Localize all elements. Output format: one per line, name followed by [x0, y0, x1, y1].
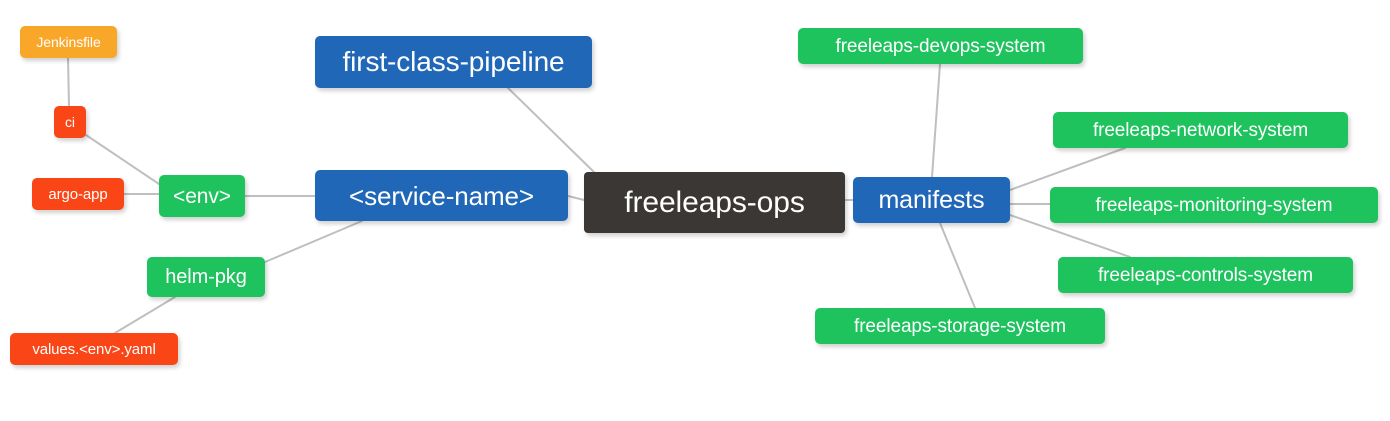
node-label-values-yaml: values.<env>.yaml	[32, 340, 156, 358]
node-service-name[interactable]: <service-name>	[315, 170, 568, 221]
node-label-freeleaps-ops: freeleaps-ops	[624, 185, 805, 219]
node-label-env: <env>	[173, 184, 231, 208]
node-argo-app[interactable]: argo-app	[32, 178, 124, 210]
node-env[interactable]: <env>	[159, 175, 245, 217]
node-label-manifests: manifests	[878, 185, 985, 214]
node-label-helm-pkg: helm-pkg	[165, 266, 247, 288]
node-label-monitoring-system: freeleaps-monitoring-system	[1095, 194, 1333, 216]
node-devops-system[interactable]: freeleaps-devops-system	[798, 28, 1083, 64]
node-helm-pkg[interactable]: helm-pkg	[147, 257, 265, 297]
node-network-system[interactable]: freeleaps-network-system	[1053, 112, 1348, 148]
edge-manifests-to-devops-system	[931, 63, 941, 178]
edge-manifests-to-storage-system	[939, 222, 976, 309]
node-label-argo-app: argo-app	[48, 185, 108, 203]
node-label-devops-system: freeleaps-devops-system	[835, 35, 1046, 57]
node-controls-system[interactable]: freeleaps-controls-system	[1058, 257, 1353, 293]
node-first-class-pipeline[interactable]: first-class-pipeline	[315, 36, 592, 88]
node-freeleaps-ops[interactable]: freeleaps-ops	[584, 172, 845, 233]
edge-env-to-ci	[85, 134, 160, 185]
node-label-controls-system: freeleaps-controls-system	[1097, 264, 1314, 286]
edge-freeleaps-ops-to-first-class-pipeline	[507, 87, 598, 176]
edge-manifests-to-network-system	[1009, 147, 1126, 191]
node-label-jenkinsfile: Jenkinsfile	[36, 34, 101, 50]
edge-ci-to-jenkinsfile	[67, 57, 70, 107]
node-label-ci: ci	[65, 114, 75, 130]
node-jenkinsfile[interactable]: Jenkinsfile	[20, 26, 117, 58]
edge-service-name-to-helm-pkg	[264, 220, 363, 263]
node-storage-system[interactable]: freeleaps-storage-system	[815, 308, 1105, 344]
node-manifests[interactable]: manifests	[853, 177, 1010, 223]
node-label-network-system: freeleaps-network-system	[1092, 119, 1309, 141]
node-label-first-class-pipeline: first-class-pipeline	[342, 46, 565, 77]
node-ci[interactable]: ci	[54, 106, 86, 138]
edge-helm-pkg-to-values-yaml	[114, 296, 176, 334]
node-label-service-name: <service-name>	[348, 180, 535, 211]
node-label-storage-system: freeleaps-storage-system	[854, 315, 1066, 337]
node-values-yaml[interactable]: values.<env>.yaml	[10, 333, 178, 365]
node-monitoring-system[interactable]: freeleaps-monitoring-system	[1050, 187, 1378, 223]
edge-freeleaps-ops-to-service-name	[567, 195, 585, 201]
